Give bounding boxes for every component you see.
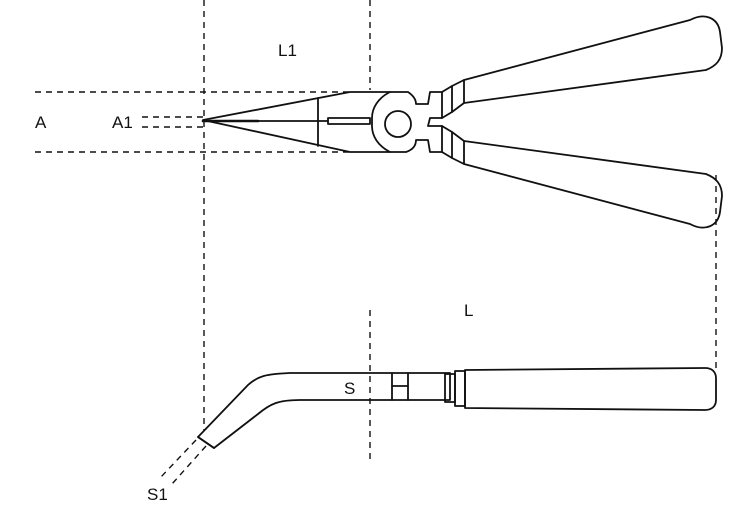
label-a: A (35, 113, 47, 132)
label-s: S (344, 379, 355, 398)
label-l1: L1 (278, 41, 297, 60)
pliers-side-view (197, 367, 717, 449)
pliers-top-view (201, 15, 723, 229)
handle (464, 367, 717, 411)
label-l: L (464, 301, 473, 320)
label-a1: A1 (112, 113, 133, 132)
s1-line-2 (171, 445, 207, 485)
s1-line-1 (159, 439, 197, 479)
pivot-joint (384, 110, 412, 138)
dimension-lines (35, 0, 717, 485)
label-s1: S1 (147, 485, 168, 504)
